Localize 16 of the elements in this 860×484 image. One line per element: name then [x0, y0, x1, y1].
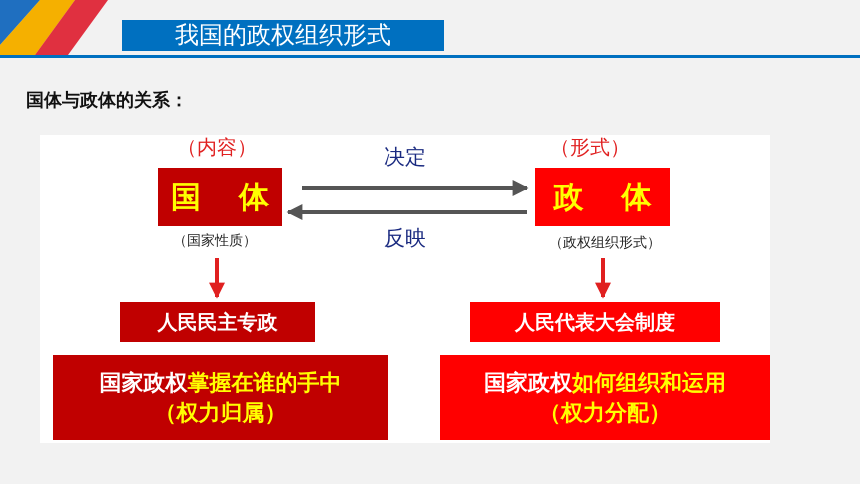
title-banner: 我国的政权组织形式 — [122, 20, 444, 51]
system-box: 人民代表大会制度 — [470, 302, 720, 342]
arrow — [209, 258, 225, 299]
system-box: 人民民主专政 — [120, 302, 315, 342]
description-box: 国家政权如何组织和运用 （权力分配） — [440, 355, 770, 440]
caption-text: （政权组织形式） — [549, 234, 661, 252]
role-caption: （形式） — [550, 134, 630, 161]
arrow — [286, 204, 527, 220]
role-caption: （内容） — [177, 134, 257, 161]
government-system-box: 政体 — [535, 168, 670, 226]
caption-text: （国家性质） — [173, 232, 257, 250]
arrow — [302, 180, 529, 196]
description-box: 国家政权掌握在谁的手中 （权力归属） — [53, 355, 388, 440]
state-system-box: 国体 — [158, 168, 282, 226]
heading-text: 国体与政体的关系： — [26, 89, 188, 112]
arrow — [595, 258, 611, 299]
